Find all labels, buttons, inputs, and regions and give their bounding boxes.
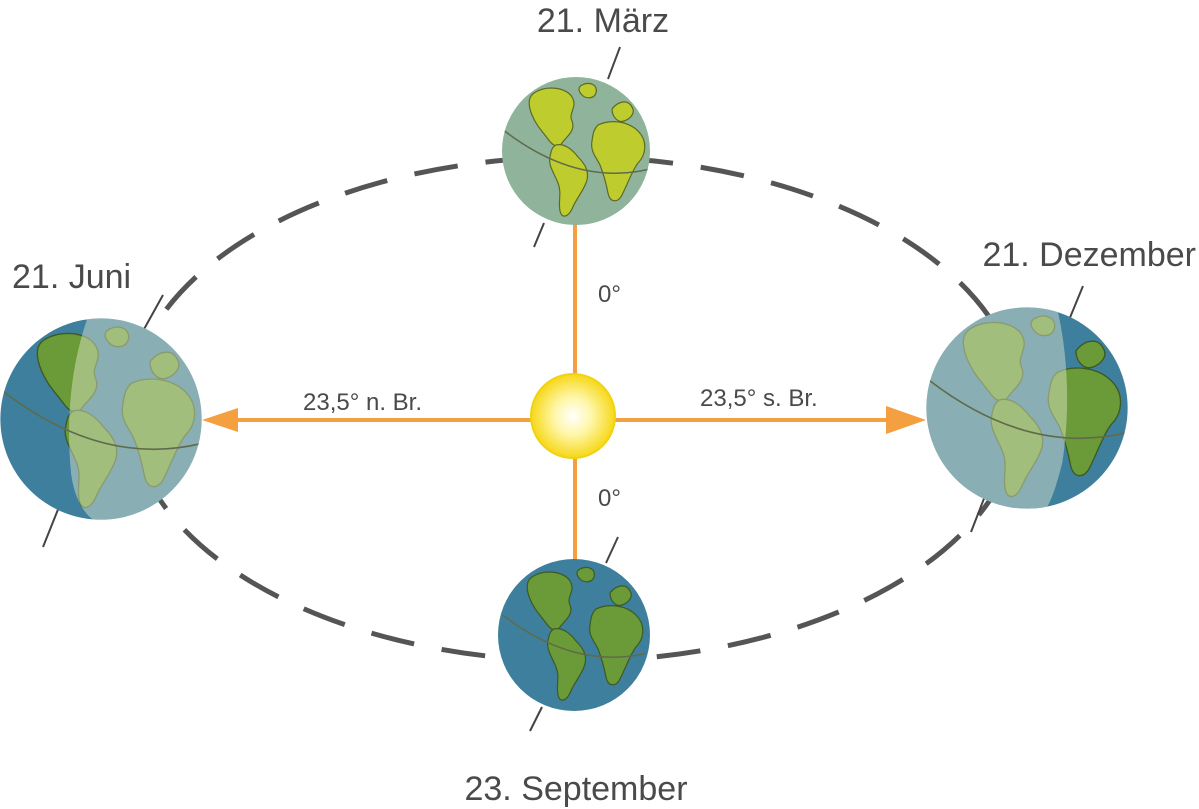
label-december: 21. Dezember [982,236,1196,274]
angle-east: 23,5° s. Br. [700,385,818,412]
earth-september [498,536,650,732]
angle-south: 0° [598,485,621,512]
label-june: 21. Juni [12,258,131,296]
label-september: 23. September [464,770,687,808]
earth-december [926,285,1128,533]
arrowhead-east [886,406,926,434]
arrowhead-west [202,408,238,432]
sun [530,373,616,459]
angle-west: 23,5° n. Br. [303,389,422,416]
earth-june [0,294,202,548]
earth-march [502,46,650,248]
angle-north: 0° [598,281,621,308]
label-march: 21. März [537,2,669,40]
